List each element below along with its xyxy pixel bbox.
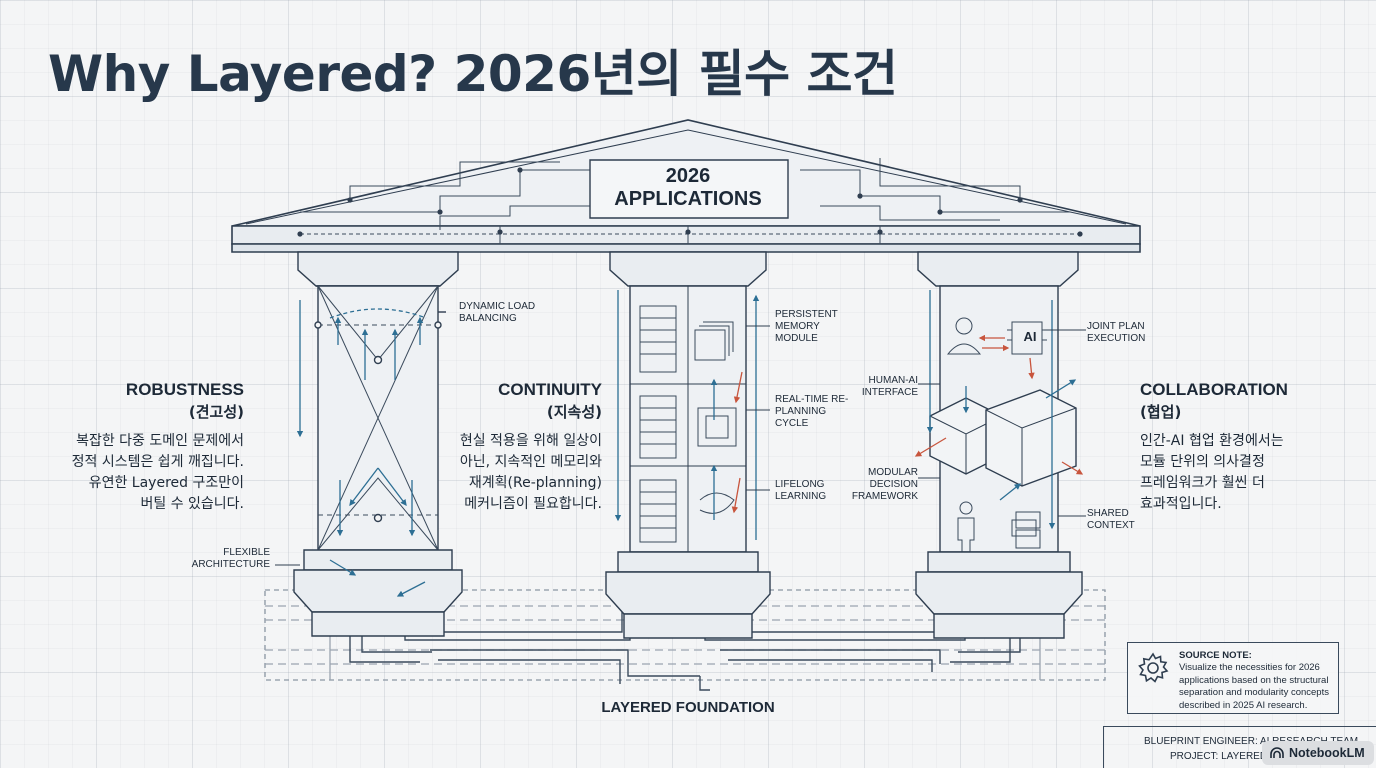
callout-flexible-architecture: FLEXIBLE ARCHITECTURE — [191, 547, 270, 570]
source-note-text: SOURCE NOTE: Visualize the necessities f… — [1179, 650, 1337, 712]
pillar-robustness — [275, 251, 463, 637]
source-note-line: applications based on the structural — [1179, 674, 1329, 686]
continuity-subtitle: (지속성) — [546, 403, 602, 421]
collaboration-description: 인간-AI 협업 환경에서는 모듈 단위의 의사결정 프레임워크가 훨씬 더 효… — [1140, 431, 1340, 515]
title-block: BLUEPRINT ENGINEER: AI RESEARCH TEAM PRO… — [1103, 726, 1376, 768]
roof — [231, 119, 1141, 253]
robustness-subtitle: (견고성) — [188, 403, 244, 421]
continuity-title: CONTINUITY — [498, 380, 602, 399]
robustness-description-line: 유연한 Layered 구조만이 — [88, 475, 244, 491]
callout-joint-plan-execution: JOINT PLAN EXECUTION — [1087, 321, 1146, 344]
callout-lifelong-learning: LIFELONG LEARNING — [775, 479, 827, 502]
source-note-line: described in 2025 AI research. — [1179, 699, 1308, 711]
pediment-label: 2026 APPLICATIONS — [588, 165, 788, 211]
robustness-title: ROBUSTNESS — [125, 380, 244, 399]
badge-name: NotebookLM — [1289, 746, 1365, 760]
notebooklm-logo-icon — [1270, 747, 1284, 758]
callout-replanning-cycle: REAL-TIME RE-PLANNING CYCLE — [775, 394, 849, 429]
source-note-line: separation and modularity concepts — [1179, 687, 1329, 699]
callout-persistent-memory: PERSISTENT MEMORY MODULE — [775, 309, 838, 344]
continuity-description-line: 재계획(Re-planning) — [468, 475, 602, 491]
collaboration-text: COLLABORATION (협업) 인간-AI 협업 환경에서는 모듈 단위의… — [1140, 379, 1340, 515]
collaboration-title: COLLABORATION — [1140, 380, 1288, 399]
page-title: Why Layered? 2026년의 필수 조건 — [48, 45, 898, 103]
callout-dynamic-load-balancing: DYNAMIC LOAD BALANCING — [459, 301, 536, 324]
collaboration-description-line: 프레임워크가 훨씬 더 — [1140, 475, 1265, 491]
continuity-description-line: 현실 적용을 위해 일상이 — [459, 433, 602, 449]
pediment-line-1: 2026 — [665, 165, 711, 187]
callout-human-ai-interface: HUMAN-AI INTERFACE — [861, 375, 918, 398]
credit-project: PROJECT: LAYERED AI — [1170, 751, 1279, 762]
collaboration-description-line: 효과적입니다. — [1140, 496, 1222, 512]
pillar-collaboration — [914, 251, 1086, 639]
credit-engineer: BLUEPRINT ENGINEER: AI RESEARCH TEAM — [1144, 736, 1359, 747]
robustness-description-line: 버틸 수 있습니다. — [140, 496, 244, 512]
ai-chip-label: AI — [1023, 329, 1037, 344]
collaboration-description-line: 인간-AI 협업 환경에서는 — [1140, 433, 1284, 449]
continuity-description-line: 메커니즘이 필요합니다. — [464, 496, 602, 512]
source-note-line: Visualize the necessities for 2026 — [1179, 662, 1320, 674]
foundation-label: LAYERED FOUNDATION — [601, 699, 775, 716]
notebooklm-badge[interactable]: NotebookLM — [1262, 741, 1374, 765]
robustness-text: ROBUSTNESS (견고성) 복잡한 다중 도메인 문제에서 정적 시스템은… — [44, 379, 244, 515]
robustness-description: 복잡한 다중 도메인 문제에서 정적 시스템은 쉽게 깨집니다. 유연한 Lay… — [44, 431, 244, 515]
robustness-description-line: 정적 시스템은 쉽게 깨집니다. — [71, 454, 244, 470]
source-note-heading: SOURCE NOTE: — [1179, 650, 1252, 661]
pediment-line-2: APPLICATIONS — [614, 188, 762, 210]
pillar-continuity — [605, 251, 771, 639]
continuity-description-line: 아닌, 지속적인 메모리와 — [459, 454, 602, 470]
collaboration-subtitle: (협업) — [1140, 403, 1182, 421]
gear-icon — [1138, 652, 1169, 683]
collaboration-description-line: 모듈 단위의 의사결정 — [1140, 454, 1265, 470]
continuity-description: 현실 적용을 위해 일상이 아닌, 지속적인 메모리와 재계획(Re-plann… — [398, 431, 602, 515]
continuity-text: CONTINUITY (지속성) 현실 적용을 위해 일상이 아닌, 지속적인 … — [398, 379, 602, 515]
callout-shared-context: SHARED CONTEXT — [1087, 508, 1135, 531]
source-note: SOURCE NOTE: Visualize the necessities f… — [1127, 642, 1339, 714]
callout-modular-decision-framework: MODULAR DECISION FRAMEWORK — [851, 467, 918, 502]
robustness-description-line: 복잡한 다중 도메인 문제에서 — [76, 433, 244, 449]
